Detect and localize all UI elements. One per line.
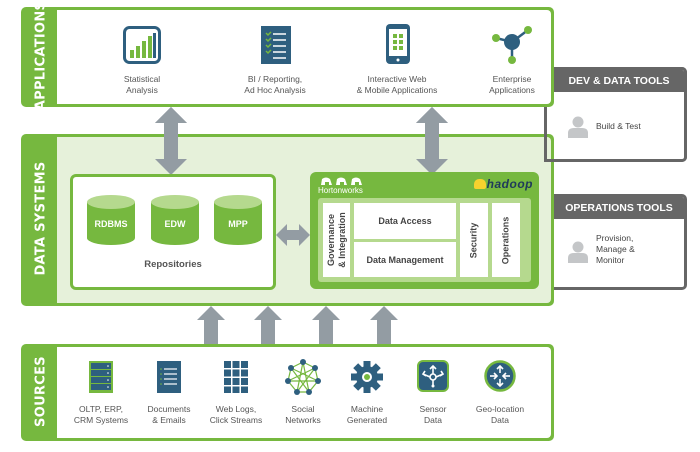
dev-tools-title: DEV & DATA TOOLS [554,70,684,92]
sources-layer: SOURCES OLTP, ERP,CRM Systems Documents&… [21,344,554,441]
database-cylinder-icon [151,195,199,245]
mobile-phone-icon [386,24,410,64]
network-hub-icon [492,26,532,64]
governance-line1: Governance [325,213,336,267]
source-label-line1: OLTP, ERP, [79,404,123,414]
elephant-logo-icon [321,177,362,185]
ops-tool-provision-manage-monitor[interactable]: Provision, Manage & Monitor [568,233,678,273]
ops-tool-label-line3: Monitor [596,255,625,265]
checklist-document-icon [261,26,291,64]
dev-tools-bottom-border [544,159,556,162]
dev-tools-left-border [544,107,547,162]
hadoop-elephant-icon [473,179,486,189]
hadoop-inner-panel: Governance& Integration Data Access Data… [318,198,531,282]
source-documents-emails[interactable]: Documents& Emails [137,359,201,431]
ops-tools-title: OPERATIONS TOOLS [554,197,684,219]
app-bi-reporting[interactable]: BI / Reporting,Ad Hoc Analysis [225,20,325,100]
source-label-line2: Generated [346,415,388,425]
app-label-line2: Ad Hoc Analysis [244,85,306,95]
dev-data-tools-panel-front: DEV & DATA TOOLS Build & Test [554,67,687,162]
dev-tool-build-test[interactable]: Build & Test [568,114,678,142]
source-label-line2: Data [424,415,442,425]
app-label-line2: Applications [489,85,535,95]
source-label-line1: Social [291,404,315,414]
repositories-box: RDBMS EDW MPP Repositories [70,174,276,290]
hadoop-wordmark: hadoop [486,177,533,191]
grid-icon [224,361,248,393]
hadoop-logo: hadoop [473,177,533,191]
person-icon [568,116,588,138]
person-icon [568,241,588,263]
source-label-line2: Networks [285,415,321,425]
source-label-line1: Web Logs, [215,404,257,414]
app-label-line1: Statistical [123,74,161,84]
up-arrow-2 [254,306,282,346]
ops-tool-label-line1: Provision, [596,233,634,243]
database-label: RDBMS [94,219,128,229]
source-label-line2: Data [491,415,509,425]
geo-location-icon [484,360,516,392]
sources-label: SOURCES [33,356,49,427]
sensor-icon [417,360,449,392]
database-label: MPP [228,219,248,229]
source-label-line2: & Emails [152,415,186,425]
double-arrow-right-overlay [416,107,448,175]
source-label-line2: CRM Systems [73,415,129,425]
sources-panel: OLTP, ERP,CRM Systems Documents& Emails … [57,347,551,438]
data-systems-label: DATA SYSTEMS [33,161,49,276]
app-label-line2: & Mobile Applications [356,85,438,95]
database-label: EDW [164,219,186,229]
app-label-line1: BI / Reporting, [247,74,303,84]
source-oltp-erp-crm[interactable]: OLTP, ERP,CRM Systems [65,359,137,431]
source-label-line1: Machine [350,404,384,414]
data-management[interactable]: Data Management [354,242,456,277]
operations-tools-panel: OPERATIONS TOOLS Provision, Manage & Mon… [554,194,687,290]
double-arrow-left-overlay [155,107,187,175]
up-arrow-1 [197,306,225,346]
app-label-line1: Enterprise [492,74,532,84]
dev-tool-label: Build & Test [596,121,641,131]
repositories-title: Repositories [144,259,202,270]
database-edw[interactable]: EDW [151,195,199,245]
governance-line2: & Integration [336,212,347,268]
bar-chart-icon [123,26,161,64]
up-arrow-4 [370,306,398,346]
gear-icon [351,361,383,393]
hortonworks-logo: Hortonworks [318,186,363,195]
up-arrow-3 [312,306,340,346]
server-rack-icon [89,361,113,393]
document-icon [157,361,181,393]
operations[interactable]: Operations [492,203,520,277]
database-mpp[interactable]: MPP [214,195,262,245]
database-cylinder-icon [214,195,262,245]
source-label-line2: Click Streams [209,415,263,425]
source-label-line1: Geo-location [475,404,525,414]
app-label-line1: Interactive Web [367,74,427,84]
database-rdbms[interactable]: RDBMS [87,195,135,245]
security[interactable]: Security [460,203,488,277]
social-network-icon [285,359,321,395]
operations-label: Operations [500,216,511,264]
ops-tool-label-line2: Manage & [596,244,635,254]
security-label: Security [468,222,479,258]
source-label-line1: Documents [147,404,191,414]
app-label-line2: Analysis [126,85,158,95]
app-interactive-web-mobile[interactable]: Interactive Web& Mobile Applications [342,20,452,100]
hadoop-platform: Hortonworks hadoop Governance& Integrati… [310,172,539,289]
data-access[interactable]: Data Access [354,203,456,239]
applications-label: APPLICATIONS [33,0,49,111]
horizontal-double-arrow [276,224,310,246]
database-cylinder-icon [87,195,135,245]
source-label-line1: Sensor [419,404,447,414]
source-web-logs[interactable]: Web Logs,Click Streams [201,359,271,431]
governance-integration[interactable]: Governance& Integration [323,203,350,277]
